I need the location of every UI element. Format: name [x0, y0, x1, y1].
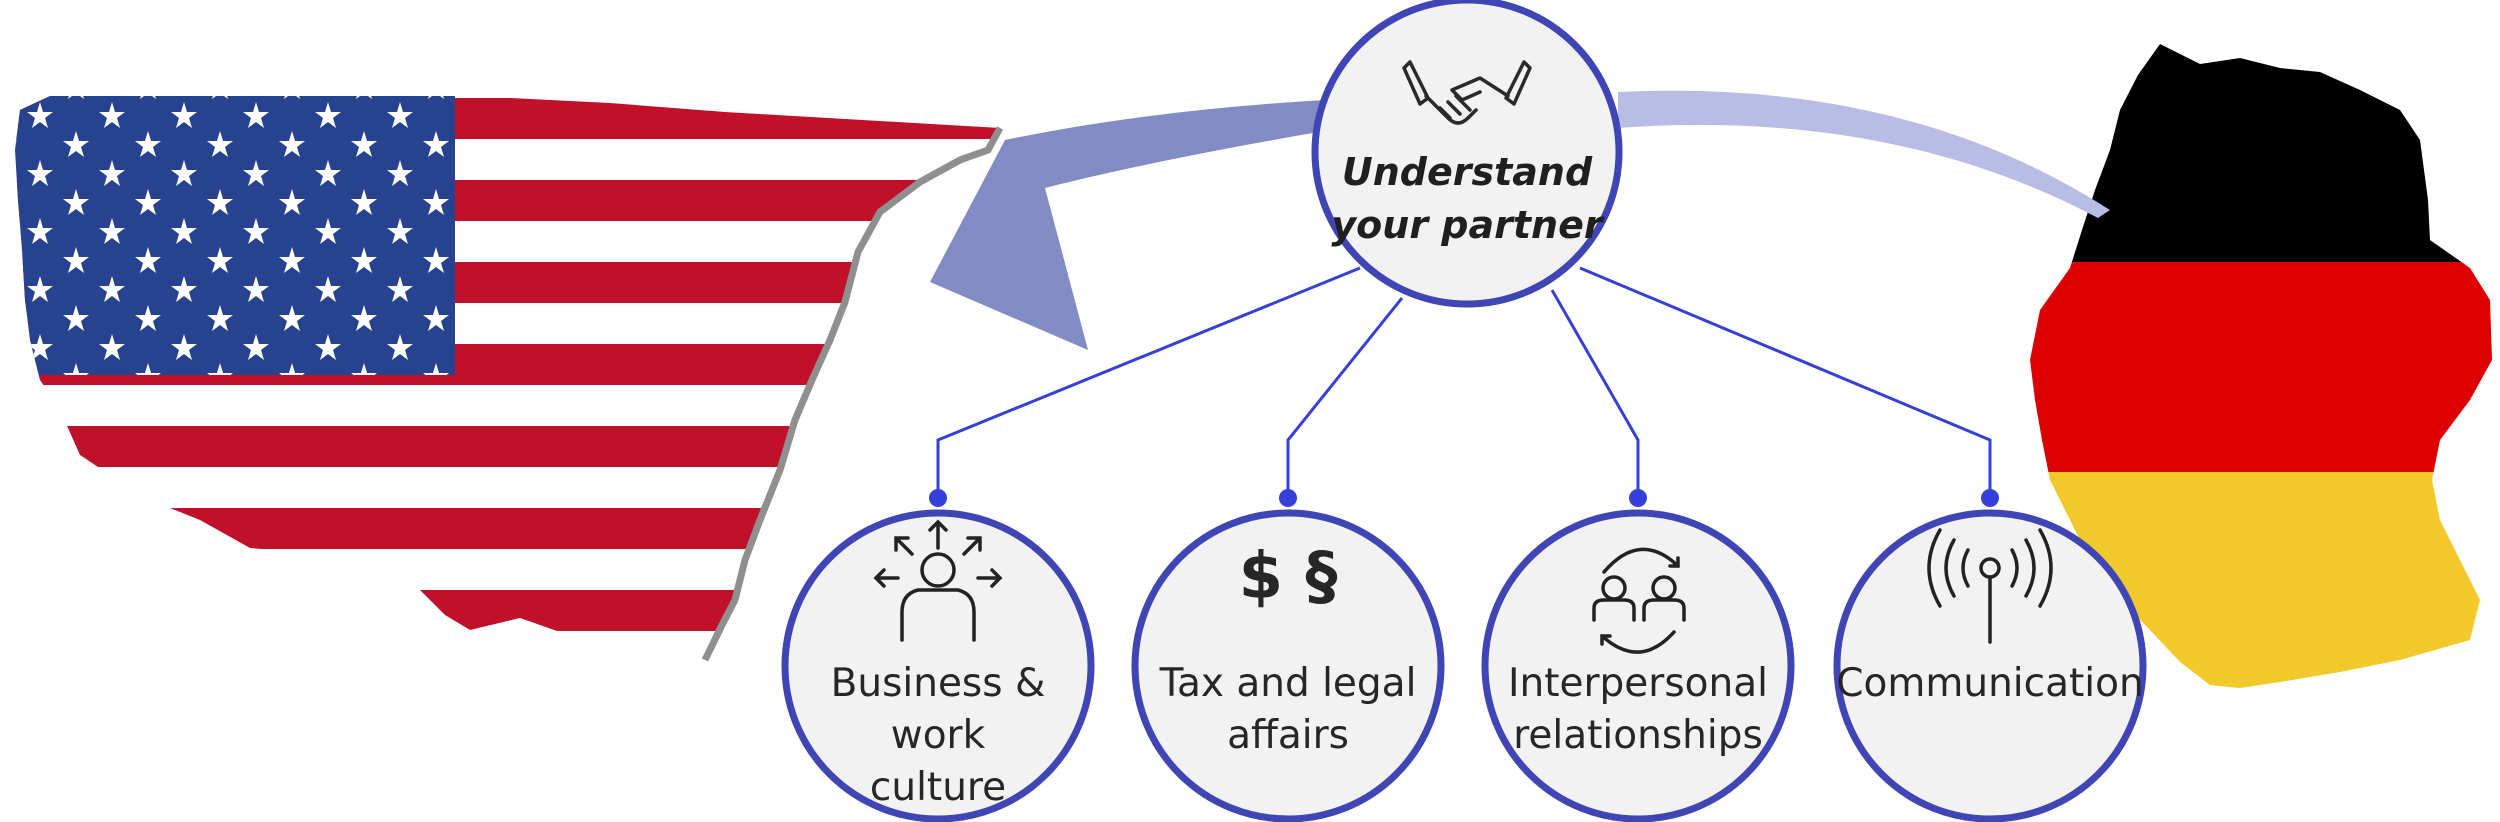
flow-arc-from-germany	[1618, 90, 2110, 218]
node-label-business: Business & work culture	[778, 658, 1098, 814]
node-label-tax-legal-line1: Tax and legal	[1159, 661, 1417, 706]
flow-arrow-to-usa	[930, 100, 1330, 350]
node-label-communication: Communication	[1830, 658, 2150, 710]
node-label-tax-legal: Tax and legal affairs	[1128, 658, 1448, 762]
center-label: Understand your partner	[1327, 146, 1607, 252]
node-label-interpersonal-line1: Interpersonal	[1508, 661, 1768, 706]
node-tax-legal	[1131, 509, 1445, 822]
node-communication	[1833, 509, 2147, 822]
dollar-section-icon: $ §	[1238, 540, 1338, 614]
center-label-line2: your partner	[1331, 203, 1603, 247]
node-interpersonal	[1481, 509, 1795, 822]
node-label-business-line1: Business & work	[830, 661, 1046, 758]
node-business	[781, 509, 1095, 822]
antenna-broadcast-icon	[1927, 528, 2053, 644]
people-exchange-icon	[1592, 547, 1686, 654]
node-label-communication-line1: Communication	[1836, 661, 2144, 706]
node-label-interpersonal-line2: relationships	[1513, 713, 1763, 758]
center-label-line1: Understand	[1341, 150, 1593, 194]
connector-lines	[929, 266, 1999, 507]
people-directions-icon	[873, 519, 1003, 642]
node-label-business-line2: culture	[869, 765, 1007, 810]
node-label-tax-legal-line2: affairs	[1227, 713, 1349, 758]
handshake-icon	[1402, 60, 1532, 125]
node-label-interpersonal: Interpersonal relationships	[1478, 658, 1798, 762]
center-node	[1311, 0, 1623, 308]
